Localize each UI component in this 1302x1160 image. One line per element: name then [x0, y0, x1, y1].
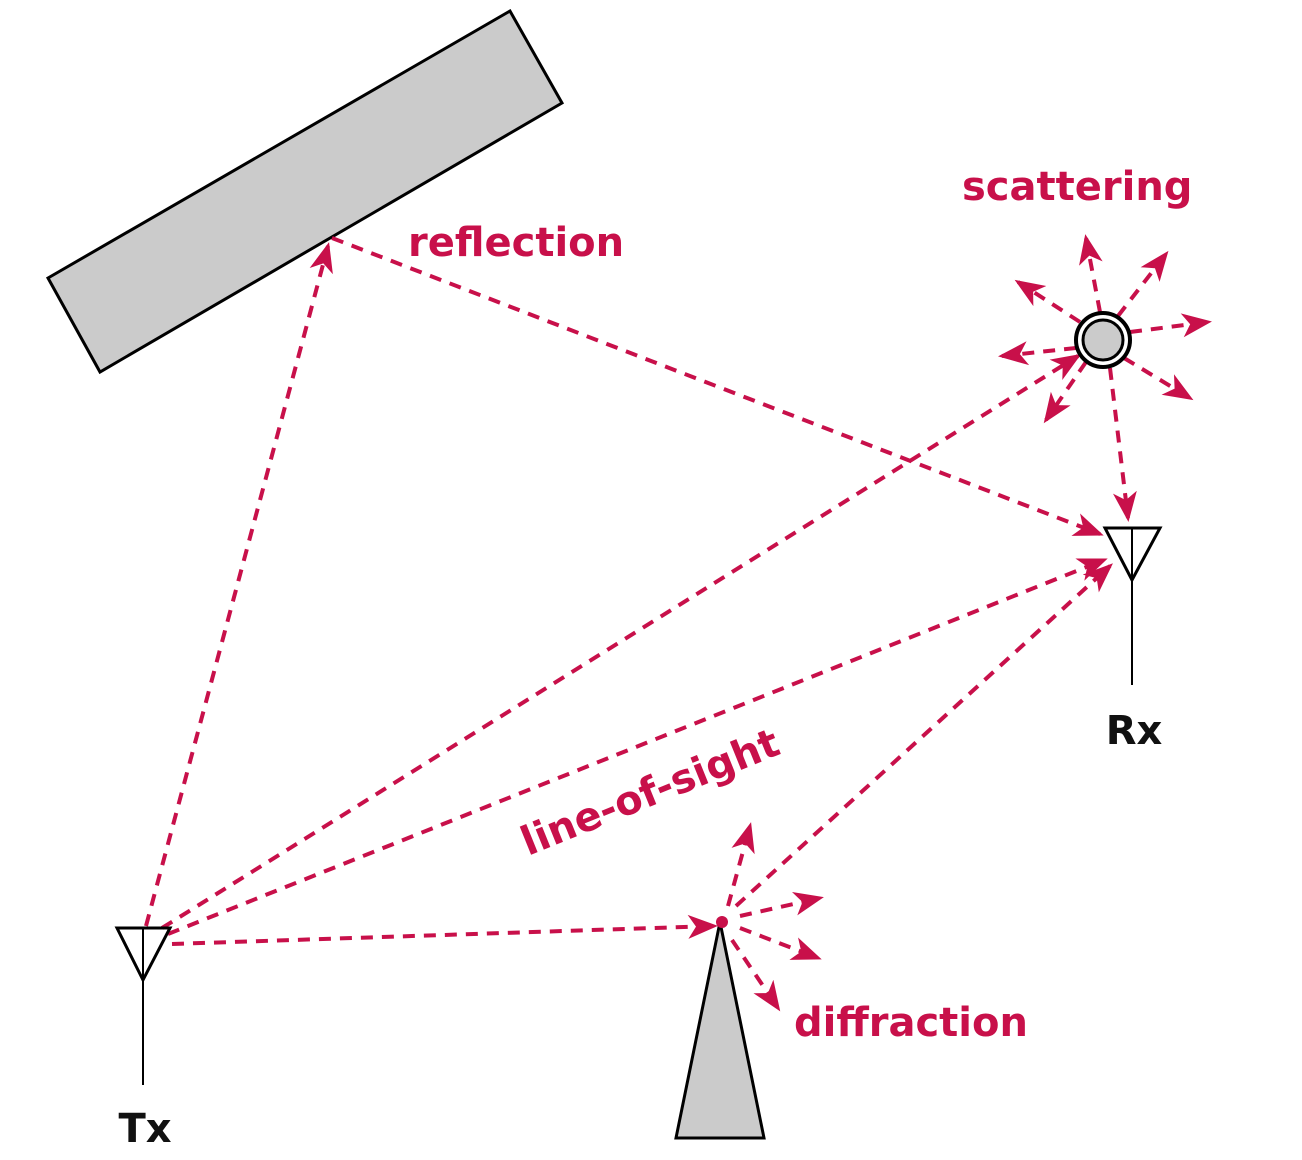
- scatterer: [1074, 311, 1132, 369]
- rx-label: Rx: [1106, 708, 1163, 754]
- ray-tx-to-edge: [171, 914, 718, 946]
- ray-scatterer-to-rx: [1108, 367, 1137, 522]
- scatter-rays: [998, 234, 1212, 424]
- diffraction-point: [716, 916, 728, 928]
- ray-edge-to-rx: [734, 563, 1113, 908]
- diffraction-edge: [674, 921, 766, 1140]
- ray-tx-to-scatterer: [160, 353, 1082, 930]
- reflecting-wall: [45, 8, 565, 375]
- reflection-label: reflection: [408, 220, 624, 266]
- ray-tx-to-wall: [144, 242, 333, 927]
- tx-antenna-icon: [114, 926, 173, 1085]
- rx-antenna-icon: [1102, 526, 1163, 685]
- diffraction-label: diffraction: [794, 1000, 1028, 1046]
- ray-wall-to-rx: [331, 236, 1104, 536]
- diffraction-rays: [726, 822, 824, 1012]
- scattering-label: scattering: [962, 164, 1192, 210]
- tx-label: Tx: [118, 1106, 171, 1152]
- ray-line-of-sight: [167, 558, 1108, 936]
